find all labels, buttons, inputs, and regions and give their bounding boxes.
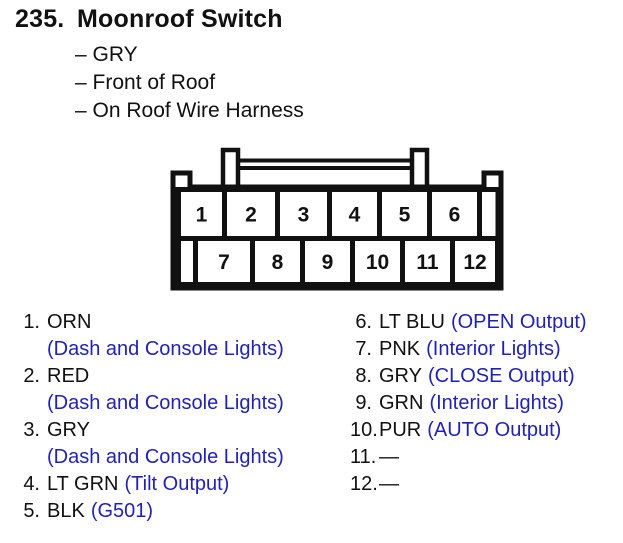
pin-item-5: 5. BLK(G501) [0, 498, 330, 525]
pin-number: 9. [355, 392, 372, 414]
blank-cavity-top-right [482, 192, 496, 236]
pin-cavity-label: 4 [349, 204, 361, 227]
pin-number: 1. [23, 311, 40, 333]
pin-number: 12. [350, 473, 378, 495]
pin-cavity-label: 3 [298, 204, 310, 227]
pin-cavity-12 [455, 241, 495, 282]
wire-note: (Tilt Output) [124, 473, 230, 495]
wire-note: (CLOSE Output) [427, 365, 575, 387]
pin-item-8: 8. GRY(CLOSE Output) [350, 363, 623, 390]
pin-cavity-label: 9 [322, 251, 334, 274]
pin-number: 6. [355, 311, 372, 333]
pin-list-left: 1. ORN (Dash and Console Lights) 2. RED … [0, 309, 330, 525]
pin-number: 8. [355, 365, 372, 387]
pin-item-10: 10. PUR(AUTO Output) [350, 417, 623, 444]
pin-cavity-label: 8 [272, 251, 284, 274]
latch-tab-right [409, 147, 430, 189]
pin-cavity-label: 12 [463, 251, 486, 274]
pin-cavity-7 [198, 241, 250, 282]
detail-harness: – On Roof Wire Harness [75, 99, 304, 122]
wire-note: (Interior Lights) [429, 392, 564, 414]
pin-cavity-9 [305, 241, 350, 282]
latch-bar [228, 158, 424, 170]
pin-cavity-10 [355, 241, 400, 282]
wire-color: RED [47, 365, 90, 387]
pin-item-3: 3. GRY (Dash and Console Lights) [0, 417, 330, 471]
pin-number: 2. [23, 365, 40, 387]
wire-note: (OPEN Output) [450, 311, 587, 333]
section-number: 235. [15, 5, 65, 33]
pin-item-9: 9. GRN(Interior Lights) [350, 390, 623, 417]
pin-item-11: 11. — [350, 444, 623, 471]
wire-color: ORN [47, 311, 92, 333]
pin-item-2: 2. RED (Dash and Console Lights) [0, 363, 330, 417]
pin-item-6: 6. LT BLU(OPEN Output) [350, 309, 623, 336]
latch-tab-left [220, 147, 241, 189]
pin-cavity-6 [432, 192, 477, 236]
pin-number: 7. [355, 338, 372, 360]
pin-cavity-3 [280, 192, 327, 236]
pin-list-right: 6. LT BLU(OPEN Output) 7. PNK(Interior L… [350, 309, 623, 498]
pin-item-1: 1. ORN (Dash and Console Lights) [0, 309, 330, 363]
pin-item-12: 12. — [350, 471, 623, 498]
section-title: Moonroof Switch [77, 5, 283, 33]
pin-cavity-1 [181, 192, 222, 236]
pin-cavity-11 [405, 241, 450, 282]
pin-number: 10. [350, 419, 378, 441]
pin-item-7: 7. PNK(Interior Lights) [350, 336, 623, 363]
wire-color: — [379, 446, 399, 468]
pin-cavity-label: 11 [416, 251, 439, 274]
wire-color: LT BLU [379, 311, 445, 333]
wire-color: PNK [379, 338, 421, 360]
wire-note: (G501) [90, 500, 154, 522]
pin-cavity-label: 2 [245, 204, 257, 227]
pin-cavity-2 [227, 192, 275, 236]
pin-cavity-label: 6 [449, 204, 461, 227]
pin-item-4: 4. LT GRN(Tilt Output) [0, 471, 330, 498]
pin-cavity-label: 7 [218, 251, 230, 274]
blank-cavity-bottom-left [181, 241, 193, 282]
wire-color: GRN [379, 392, 424, 414]
pin-cavity-5 [382, 192, 427, 236]
pin-cavity-label: 5 [399, 204, 411, 227]
pin-number: 4. [23, 473, 40, 495]
wire-color: BLK [47, 500, 85, 522]
wire-note-line2: (Dash and Console Lights) [47, 392, 284, 414]
detail-color: – GRY [75, 43, 138, 66]
wire-note: (AUTO Output) [427, 419, 562, 441]
pin-number: 5. [23, 500, 40, 522]
wire-color: GRY [47, 419, 90, 441]
pin-cavity-label: 10 [366, 251, 389, 274]
pin-number: 3. [23, 419, 40, 441]
detail-location: – Front of Roof [75, 71, 216, 94]
pin-cavity-4 [332, 192, 377, 236]
wire-color: — [379, 473, 399, 495]
wire-note: (Interior Lights) [426, 338, 561, 360]
pin-cavity-8 [255, 241, 300, 282]
pin-cavity-label: 1 [196, 204, 208, 227]
pin-number: 11. [350, 446, 377, 468]
wire-color: LT GRN [47, 473, 119, 495]
wire-note-line2: (Dash and Console Lights) [47, 338, 284, 360]
connector-details: – GRY – Front of Roof – On Roof Wire Har… [75, 41, 304, 125]
wire-note-line2: (Dash and Console Lights) [47, 446, 284, 468]
wire-color: GRY [379, 365, 422, 387]
page-title: 235. Moonroof Switch [15, 5, 283, 34]
wire-color: PUR [379, 419, 422, 441]
